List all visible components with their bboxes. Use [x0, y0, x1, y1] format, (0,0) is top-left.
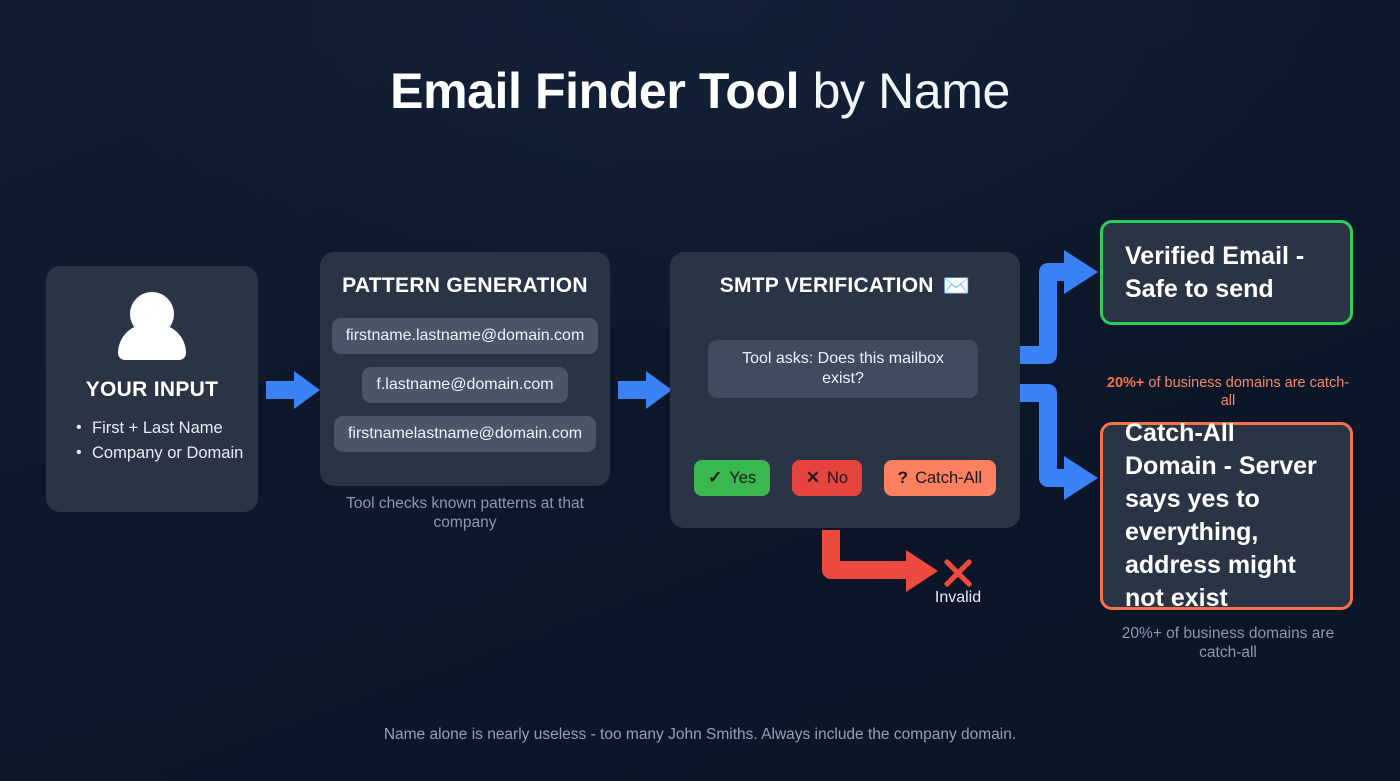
pattern-pill: f.lastname@domain.com: [362, 367, 568, 403]
pattern-generation-card: PATTERN GENERATION firstname.lastname@do…: [320, 252, 610, 486]
pattern-pill: firstnamelastname@domain.com: [333, 416, 597, 452]
arrow-pattern-to-smtp: [618, 371, 672, 409]
question-mark-icon: ?: [897, 468, 909, 487]
smtp-card-heading: SMTP VERIFICATION ✉️: [670, 274, 1020, 298]
arrow-to-verified: [1018, 250, 1098, 364]
result-box-catch-all: Catch-All Domain - Server says yes to ev…: [1100, 419, 1353, 612]
smtp-question-pill: Tool asks: Does this mailbox exist?: [708, 340, 978, 398]
catch-all-note-bold: 20%+: [1106, 375, 1145, 391]
pattern-card-caption: Tool checks known patterns at that compa…: [346, 495, 584, 531]
list-item: Company or Domain: [76, 440, 258, 466]
input-card-heading: YOUR INPUT: [85, 378, 219, 401]
badge-label: Catch-All: [915, 469, 982, 487]
invalid-x-icon: [940, 555, 976, 591]
person-icon: [116, 292, 188, 364]
invalid-label: Invalid: [934, 589, 982, 606]
verified-text: Verified Email - Safe to send: [1125, 241, 1305, 303]
catch-all-caption: 20%+ of business domains are catch-all: [1121, 625, 1335, 661]
smtp-heading-text: SMTP VERIFICATION: [719, 274, 934, 297]
arrow-input-to-pattern: [266, 371, 320, 409]
input-card: YOUR INPUT First + Last Name Company or …: [46, 266, 258, 512]
title-light: by Name: [799, 63, 1011, 119]
status-badge-catch-all: ? Catch-All: [883, 460, 996, 496]
smtp-outcome-badges: ✓ Yes ✕ No ? Catch-All: [694, 460, 996, 496]
badge-label: No: [827, 469, 849, 487]
envelope-icon: ✉️: [942, 273, 971, 298]
smtp-verification-card: SMTP VERIFICATION ✉️ Tool asks: Does thi…: [670, 252, 1020, 528]
catch-all-text: Catch-All Domain - Server says yes to ev…: [1125, 419, 1317, 612]
arrow-to-invalid: [822, 530, 938, 592]
person-icon-body: [118, 324, 186, 360]
status-badge-yes: ✓ Yes: [694, 460, 771, 496]
check-icon: ✓: [708, 468, 723, 487]
cross-icon: ✕: [805, 468, 820, 487]
list-item: First + Last Name: [76, 415, 258, 441]
pattern-pill: firstname.lastname@domain.com: [331, 318, 599, 354]
page-title: Email Finder Tool by Name: [0, 58, 1400, 124]
input-card-bullets: First + Last Name Company or Domain: [46, 415, 258, 466]
catch-all-note: 20%+ of business domains are catch-all: [1100, 374, 1356, 410]
arrow-to-catchall: [1018, 384, 1098, 500]
pattern-card-heading: PATTERN GENERATION: [342, 274, 588, 297]
result-box-verified: Verified Email - Safe to send: [1100, 220, 1353, 325]
status-badge-no: ✕ No: [791, 460, 863, 496]
title-bold: Email Finder Tool: [390, 63, 800, 119]
catch-all-note-rest: of business domains are catch-all: [1144, 375, 1350, 409]
footer-note: Name alone is nearly useless - too many …: [383, 726, 1017, 743]
pattern-pill-list: firstname.lastname@domain.com f.lastname…: [320, 318, 610, 452]
badge-label: Yes: [729, 469, 757, 487]
